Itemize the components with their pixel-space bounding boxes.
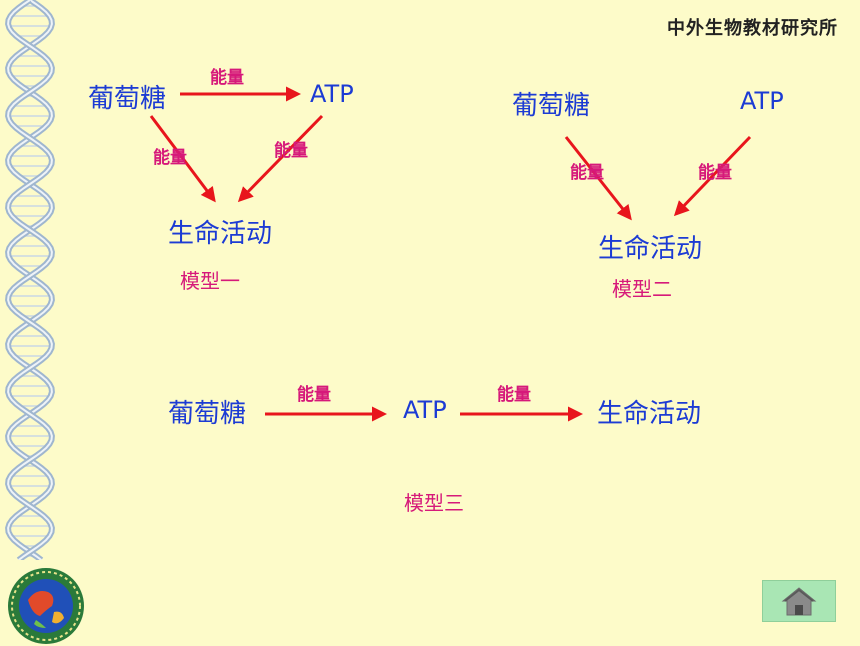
m2-energy-right-label: 能量 <box>698 163 732 183</box>
m1-glucose-node: 葡萄糖 <box>88 84 167 114</box>
m1-model-label: 模型一 <box>180 269 240 293</box>
m1-energy-left-label: 能量 <box>153 148 187 168</box>
m1-energy-right-label: 能量 <box>274 141 308 161</box>
dna-helix-icon <box>5 0 55 560</box>
header-title: 中外生物教材研究所 <box>667 18 838 39</box>
m2-energy-left-label: 能量 <box>570 163 604 183</box>
m3-energy-1-label: 能量 <box>297 385 331 405</box>
m3-energy-2-label: 能量 <box>497 385 531 405</box>
m3-glucose-node: 葡萄糖 <box>168 399 247 429</box>
m2-atp-node: ATP <box>740 87 784 115</box>
m3-model-label: 模型三 <box>404 491 464 515</box>
globe-logo-icon <box>8 568 84 644</box>
m2-life-node: 生命活动 <box>598 234 703 264</box>
m1-energy-top-label: 能量 <box>210 68 244 88</box>
m2-model-label: 模型二 <box>612 277 672 301</box>
home-icon <box>781 587 817 616</box>
m3-atp-node: ATP <box>403 396 447 424</box>
m1-life-node: 生命活动 <box>168 219 273 249</box>
m3-life-node: 生命活动 <box>597 399 702 429</box>
home-button[interactable] <box>762 580 836 622</box>
m2-glucose-node: 葡萄糖 <box>512 91 591 121</box>
m1-atp-node: ATP <box>310 80 354 108</box>
